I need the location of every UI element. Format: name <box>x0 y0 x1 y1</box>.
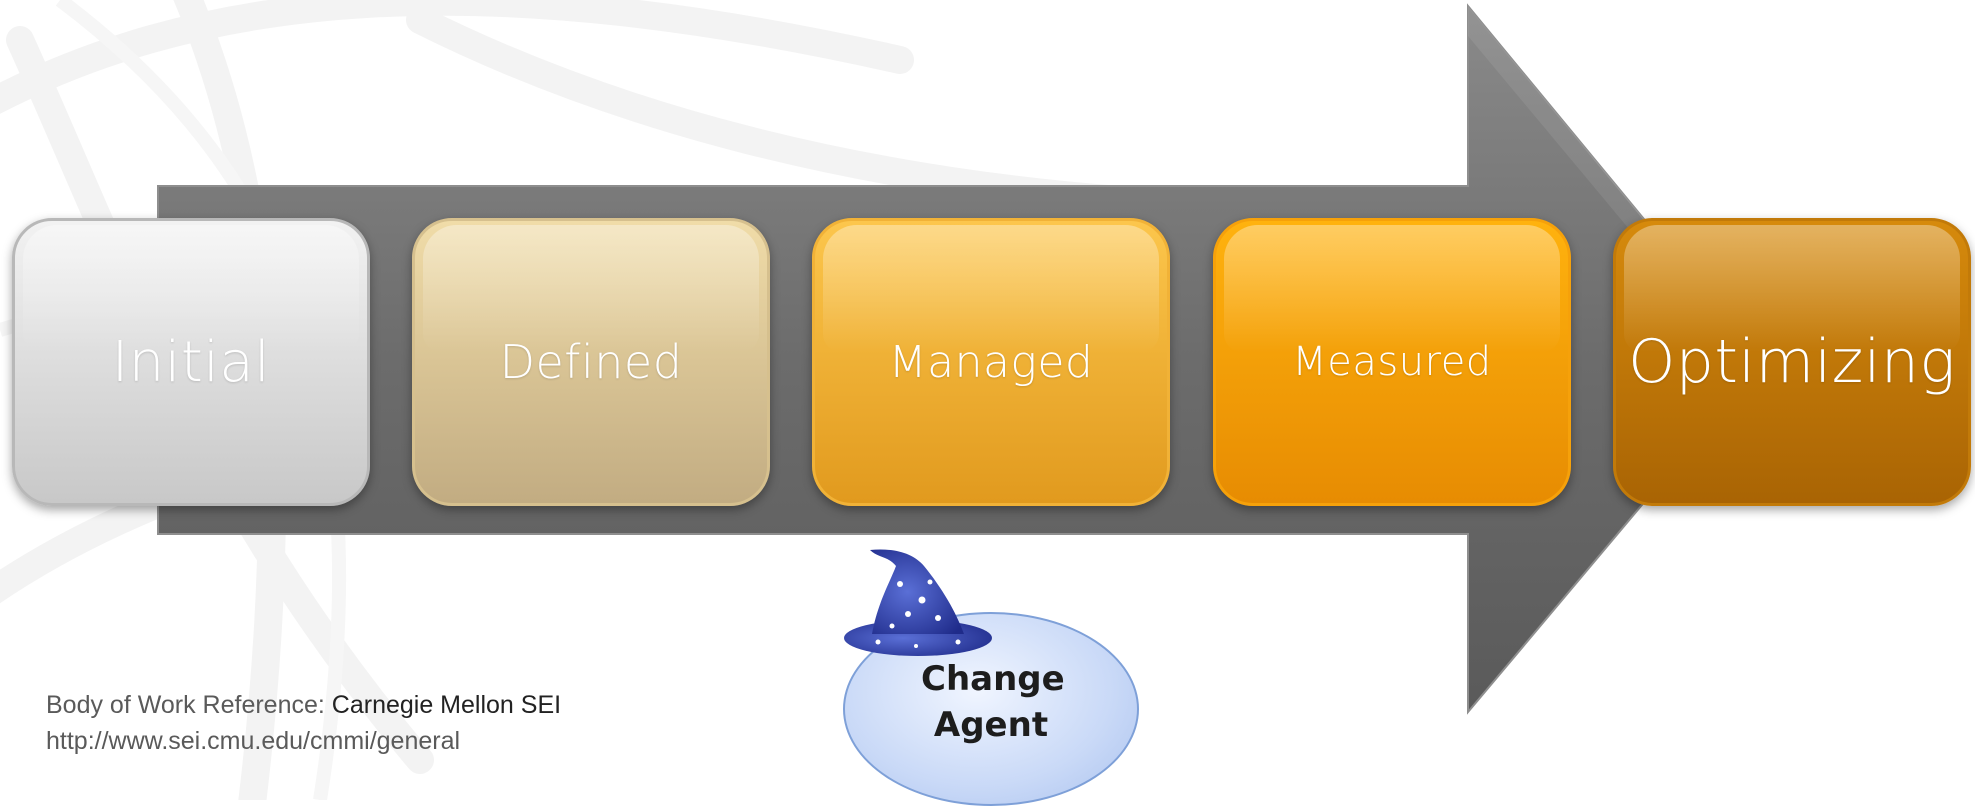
change-agent-bubble: Change Agent <box>843 612 1139 806</box>
change-agent-label: Change Agent <box>921 659 1065 745</box>
stage-label: Managed <box>888 336 1094 388</box>
reference-line: Body of Work Reference: Carnegie Mellon … <box>46 687 561 723</box>
stage-label: Optimizing <box>1628 327 1956 397</box>
stage-optimizing: Optimizing <box>1613 218 1971 506</box>
stage-label: Measured <box>1292 339 1492 385</box>
stage-managed: Managed <box>812 218 1170 506</box>
stage-initial: Initial <box>12 218 370 506</box>
reference-source: Carnegie Mellon SEI <box>331 691 562 719</box>
wizard-hat-icon <box>844 549 992 656</box>
stage-defined: Defined <box>412 218 770 506</box>
reference-prefix: Body of Work Reference: <box>46 691 332 719</box>
reference-note: Body of Work Reference: Carnegie Mellon … <box>46 687 561 759</box>
stage-measured: Measured <box>1213 218 1571 506</box>
reference-url[interactable]: http://www.sei.cmu.edu/cmmi/general <box>46 727 461 755</box>
stage-label: Defined <box>499 335 683 389</box>
stage-label: Initial <box>111 329 271 395</box>
